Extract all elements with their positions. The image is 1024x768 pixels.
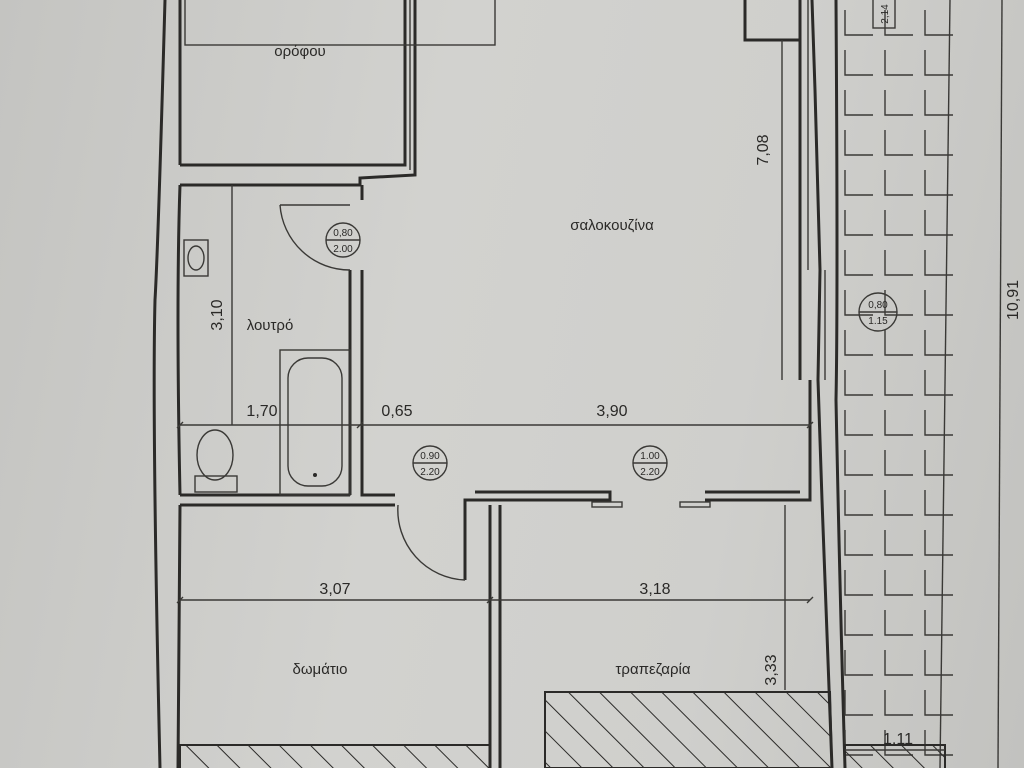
tile-mark bbox=[844, 330, 873, 356]
tile-mark bbox=[844, 650, 873, 676]
tile-mark bbox=[844, 50, 873, 76]
dimension-label: 7,08 bbox=[755, 134, 772, 165]
walls bbox=[152, 0, 1003, 768]
tile-mark bbox=[884, 610, 913, 636]
toilet-icon bbox=[194, 429, 238, 493]
tile-mark bbox=[884, 10, 913, 36]
tile-mark bbox=[844, 130, 873, 156]
tile-mark bbox=[844, 490, 873, 516]
tile-mark bbox=[844, 370, 873, 396]
opening-height: 2.20 bbox=[420, 467, 440, 478]
tile-mark bbox=[884, 170, 913, 196]
tile-mark bbox=[924, 250, 953, 276]
tile-mark bbox=[844, 210, 873, 236]
tile-mark bbox=[924, 650, 953, 676]
tile-mark bbox=[924, 290, 953, 316]
tile-mark bbox=[844, 690, 873, 716]
opening-width: 0.90 bbox=[420, 451, 440, 462]
dimension-label: 2,14 bbox=[880, 4, 891, 24]
tile-mark bbox=[884, 690, 913, 716]
tile-mark bbox=[924, 530, 953, 556]
tile-mark bbox=[884, 450, 913, 476]
hatched-area bbox=[544, 691, 834, 768]
tile-mark bbox=[924, 50, 953, 76]
hatched-area bbox=[844, 744, 946, 768]
tile-mark bbox=[924, 450, 953, 476]
tile-mark bbox=[924, 570, 953, 596]
room-label-upper-floor: ορόφου bbox=[274, 43, 326, 60]
dimension-label: 3,33 bbox=[763, 654, 780, 685]
door-swing bbox=[397, 504, 466, 581]
tile-mark bbox=[884, 90, 913, 116]
tile-mark bbox=[924, 330, 953, 356]
tile-mark bbox=[924, 370, 953, 396]
opening-marker: 1.00 2.20 bbox=[632, 445, 668, 481]
tile-mark bbox=[844, 250, 873, 276]
room-label-living-kitchen: σαλοκουζίνα bbox=[570, 217, 654, 234]
tile-mark bbox=[844, 410, 873, 436]
tile-mark bbox=[844, 290, 873, 316]
dimension-label: 3,10 bbox=[209, 299, 226, 330]
tile-mark bbox=[884, 290, 913, 316]
tile-mark bbox=[924, 90, 953, 116]
opening-height: 1.15 bbox=[868, 316, 888, 327]
sink-icon bbox=[183, 239, 209, 277]
tile-mark bbox=[924, 10, 953, 36]
room-label-dining: τραπεζαρία bbox=[616, 661, 691, 678]
tile-mark bbox=[924, 210, 953, 236]
tile-mark bbox=[924, 170, 953, 196]
tile-mark bbox=[884, 650, 913, 676]
opening-width: 0,80 bbox=[868, 300, 888, 311]
door-swing bbox=[279, 204, 351, 271]
tile-mark bbox=[884, 530, 913, 556]
hatched-area bbox=[179, 744, 491, 768]
tile-mark bbox=[844, 90, 873, 116]
tile-mark bbox=[884, 370, 913, 396]
room-label-bedroom: δωμάτιο bbox=[293, 661, 348, 678]
tile-mark bbox=[924, 410, 953, 436]
bathtub-icon bbox=[279, 349, 351, 496]
dimension-label: 1,11 bbox=[883, 731, 913, 748]
tile-mark bbox=[844, 170, 873, 196]
dimension-label: 3,90 bbox=[596, 403, 627, 420]
opening-height: 2.00 bbox=[333, 244, 353, 255]
tile-mark bbox=[924, 130, 953, 156]
tile-mark bbox=[884, 570, 913, 596]
tile-mark bbox=[844, 10, 873, 36]
tile-mark bbox=[844, 530, 873, 556]
dimension-label: 3,07 bbox=[319, 581, 350, 598]
tile-mark bbox=[844, 450, 873, 476]
tile-mark bbox=[924, 490, 953, 516]
tile-mark bbox=[844, 570, 873, 596]
tile-mark bbox=[884, 210, 913, 236]
dimension-label: 10,91 bbox=[1005, 280, 1022, 320]
opening-marker: 0,80 1.15 bbox=[858, 292, 898, 332]
tile-mark bbox=[884, 130, 913, 156]
dimension-label: 1,70 bbox=[246, 403, 277, 420]
tile-mark bbox=[884, 50, 913, 76]
dimension-label: 3,18 bbox=[639, 581, 670, 598]
tile-mark bbox=[884, 490, 913, 516]
tile-mark bbox=[884, 330, 913, 356]
dimension-lines bbox=[176, 40, 945, 751]
tile-mark bbox=[924, 690, 953, 716]
opening-height: 2.20 bbox=[640, 467, 660, 478]
opening-marker: 0.90 2.20 bbox=[412, 445, 448, 481]
room-label-bathroom: λουτρό bbox=[247, 317, 294, 334]
dimension-label: 0,65 bbox=[381, 403, 412, 420]
tile-mark bbox=[884, 250, 913, 276]
opening-width: 1.00 bbox=[640, 451, 660, 462]
opening-marker: 0,80 2.00 bbox=[325, 222, 361, 258]
opening-width: 0,80 bbox=[333, 228, 353, 239]
tile-mark bbox=[844, 610, 873, 636]
balcony-tiles bbox=[844, 10, 953, 756]
tile-mark bbox=[924, 610, 953, 636]
tile-mark bbox=[884, 410, 913, 436]
